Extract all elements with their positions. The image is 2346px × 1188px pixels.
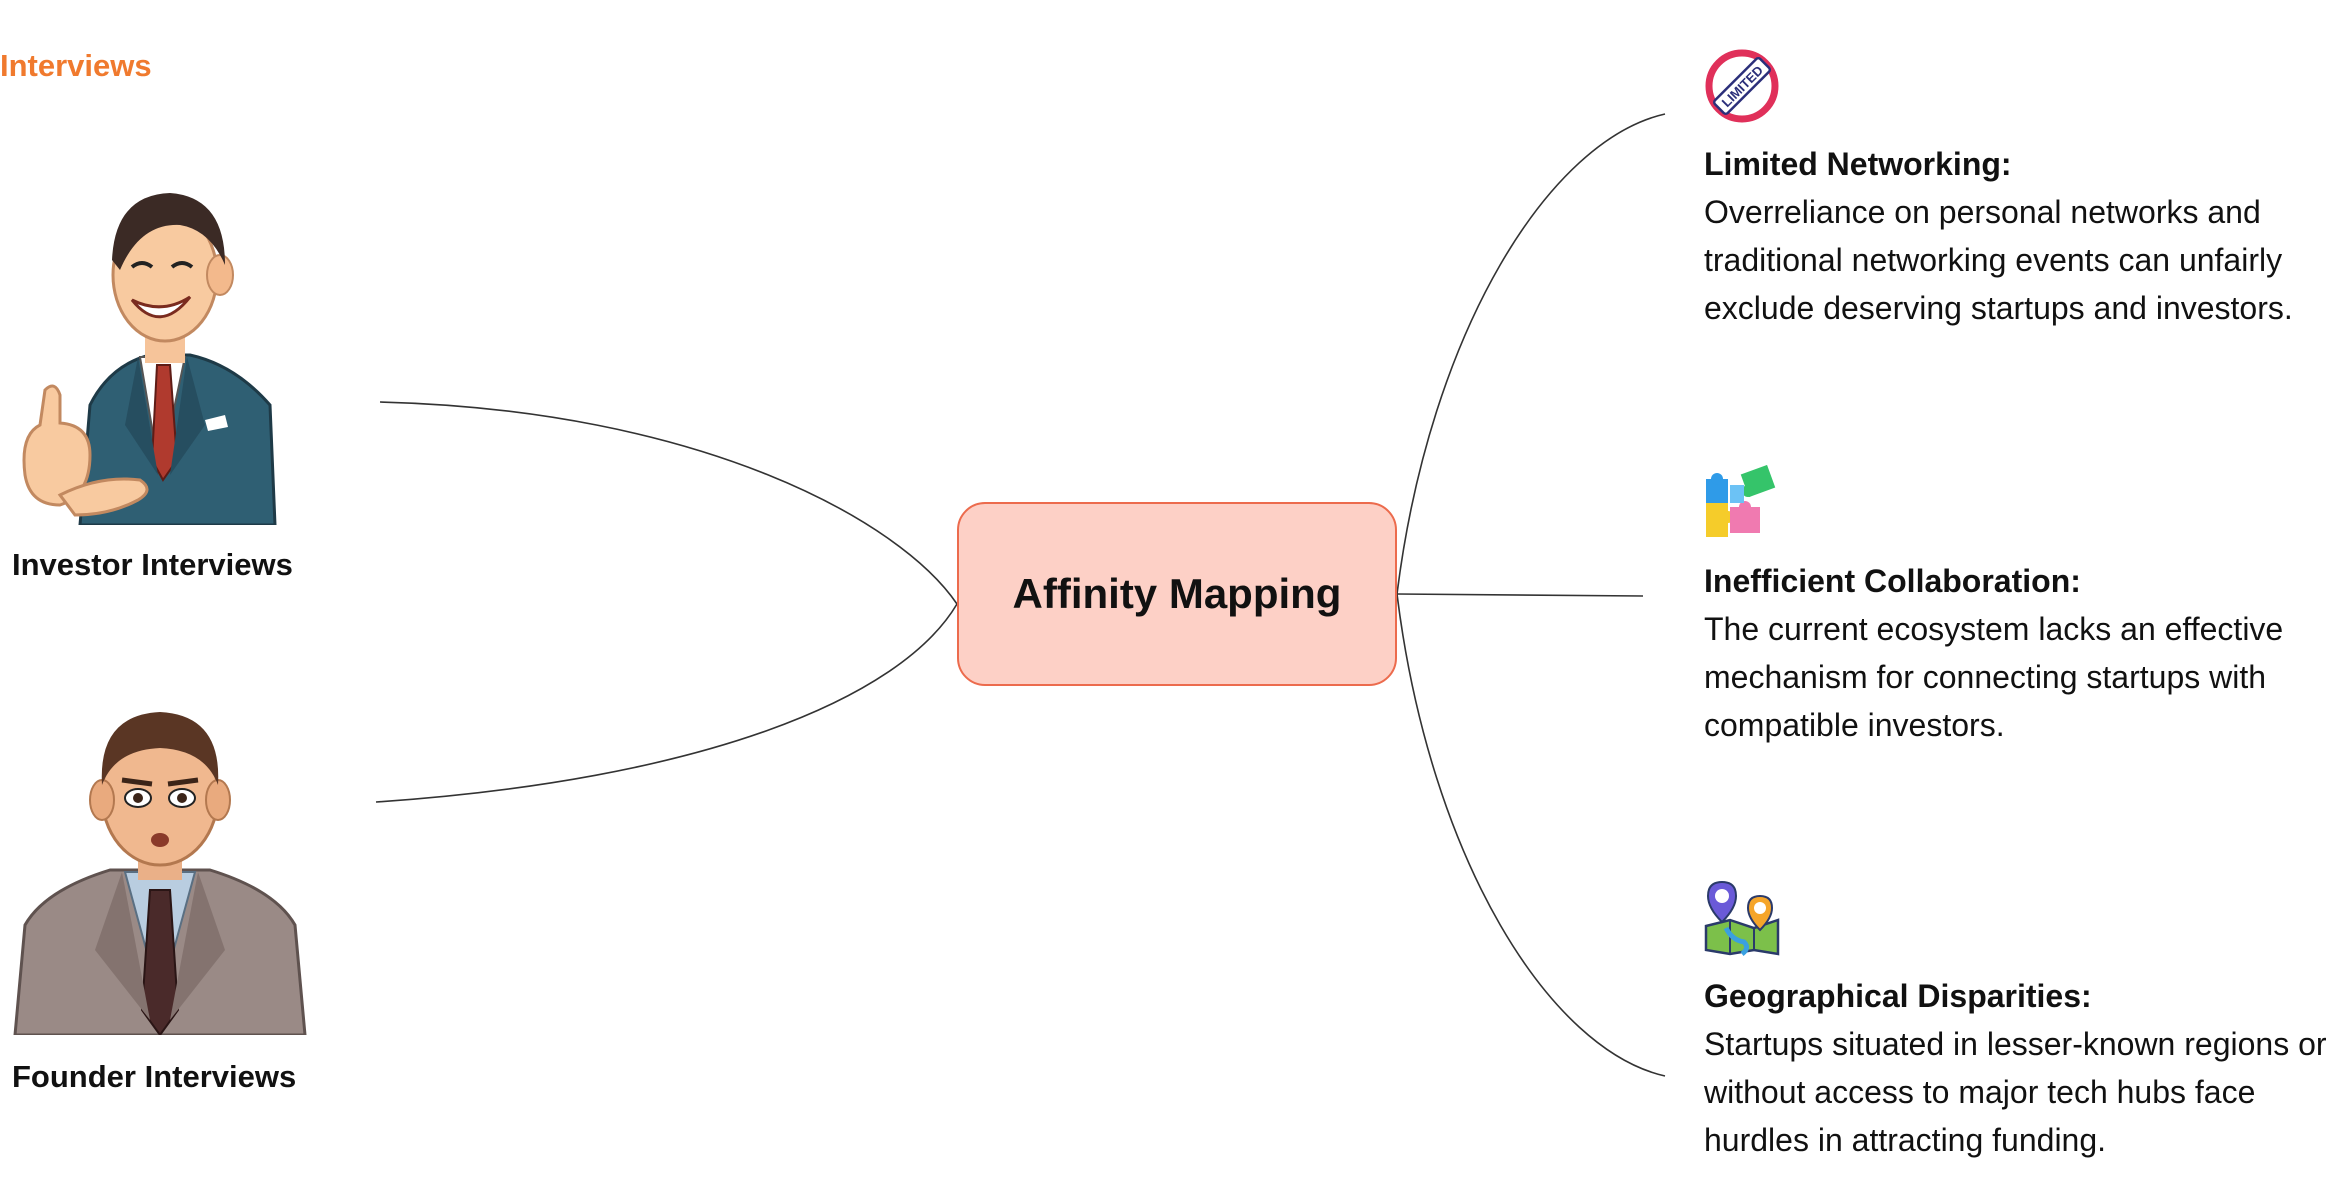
finding-line: traditional networking events can unfair… xyxy=(1704,242,2283,278)
finding-line: mechanism for connecting startups with xyxy=(1704,659,2267,695)
finding-line: hurdles in attracting funding. xyxy=(1704,1122,2107,1158)
investor-cartoon-icon xyxy=(22,193,277,525)
center-node[interactable]: Affinity Mapping xyxy=(957,502,1397,686)
finding-line: Startups situated in lesser-known region… xyxy=(1704,1026,2327,1062)
finding-line: Overreliance on personal networks and xyxy=(1704,194,2261,230)
center-label: Affinity Mapping xyxy=(1012,570,1342,617)
investor-persona xyxy=(20,175,290,525)
investor-interviews-label: Investor Interviews xyxy=(12,547,293,582)
connector-founder xyxy=(375,603,958,803)
map-pins-icon xyxy=(1704,880,1780,956)
finding-title: Geographical Disparities: xyxy=(1704,978,2092,1014)
puzzle-pieces-icon xyxy=(1706,465,1776,537)
finding-line: compatible investors. xyxy=(1704,707,2005,743)
finding-geographical-disparities: Geographical Disparities: Startups situa… xyxy=(1704,880,2344,1164)
finding-inefficient-collaboration: Inefficient Collaboration: The current e… xyxy=(1704,465,2344,749)
finding-title: Inefficient Collaboration: xyxy=(1704,563,2081,599)
finding-description: Startups situated in lesser-known region… xyxy=(1704,1020,2344,1164)
svg-text:LIMITED: LIMITED xyxy=(1719,63,1766,110)
finding-limited-networking: LIMITED Limited Networking: Overreliance… xyxy=(1704,48,2344,332)
connector-geographical-disparities xyxy=(1396,593,1666,1077)
finding-line: The current ecosystem lacks an effective xyxy=(1704,611,2284,647)
founder-interviews-label: Founder Interviews xyxy=(12,1059,297,1094)
founder-persona xyxy=(10,700,310,1035)
finding-description: Overreliance on personal networks and tr… xyxy=(1704,188,2344,332)
connector-investor xyxy=(379,401,958,605)
connector-limited-networking xyxy=(1396,113,1666,595)
finding-line: without access to major tech hubs face xyxy=(1704,1074,2256,1110)
founder-cartoon-icon xyxy=(13,712,307,1035)
finding-title: Limited Networking: xyxy=(1704,146,2012,182)
limited-stamp-icon: LIMITED xyxy=(1705,49,1779,123)
connector-inefficient-collaboration xyxy=(1396,593,1644,597)
section-title: Interviews xyxy=(0,48,152,83)
finding-description: The current ecosystem lacks an effective… xyxy=(1704,605,2344,749)
finding-line: exclude deserving startups and investors… xyxy=(1704,290,2293,326)
